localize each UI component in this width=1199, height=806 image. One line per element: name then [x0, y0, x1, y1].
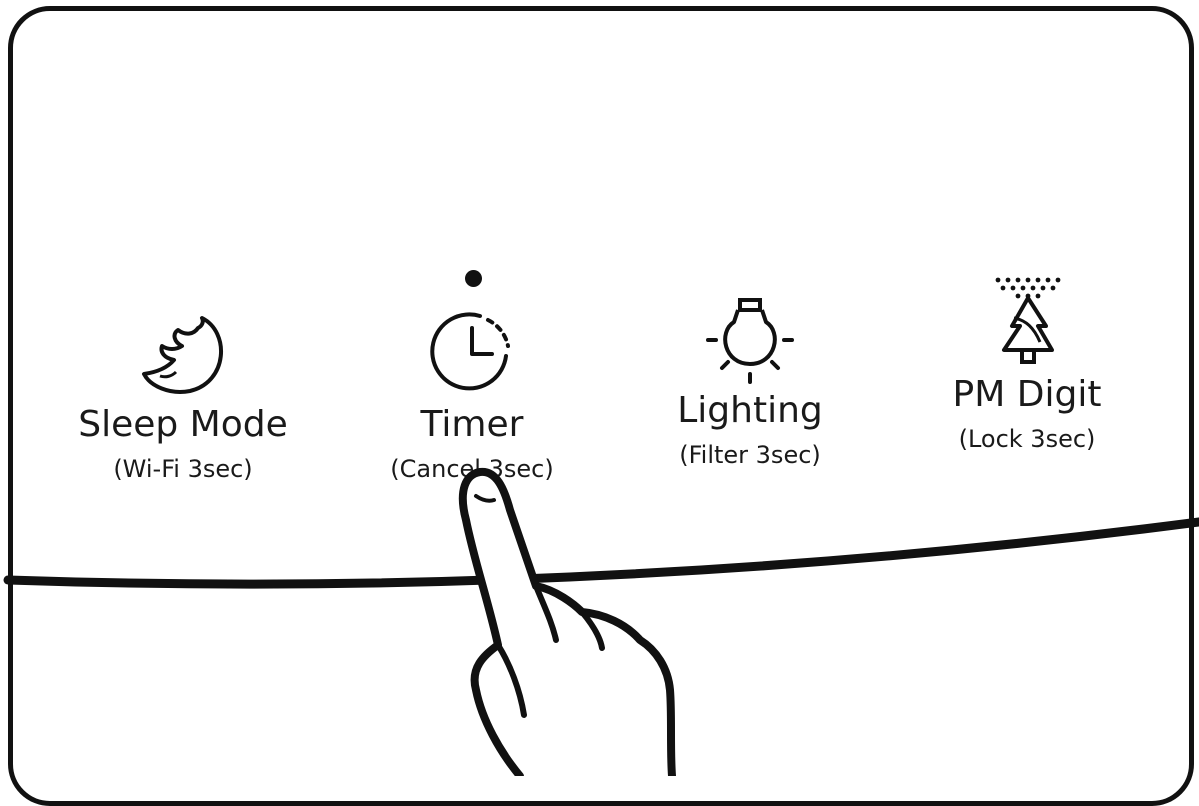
- pm-digit-sublabel: (Lock 3sec): [958, 425, 1096, 453]
- lighting-sublabel: (Filter 3sec): [679, 441, 821, 469]
- pm-digit-icon: [992, 274, 1062, 370]
- lighting-label[interactable]: Lighting: [677, 390, 823, 431]
- sleep-mode-label[interactable]: Sleep Mode: [78, 404, 288, 445]
- timer-indicator-dot: [465, 270, 482, 287]
- sleep-mode-sublabel: (Wi-Fi 3sec): [113, 455, 253, 483]
- timer-icon: [428, 310, 518, 396]
- pm-digit-label[interactable]: PM Digit: [952, 374, 1102, 415]
- lightbulb-icon: [704, 296, 796, 390]
- timer-label[interactable]: Timer: [420, 404, 524, 445]
- moon-icon: [140, 312, 230, 401]
- timer-sublabel: (Cancel 3sec): [390, 455, 554, 483]
